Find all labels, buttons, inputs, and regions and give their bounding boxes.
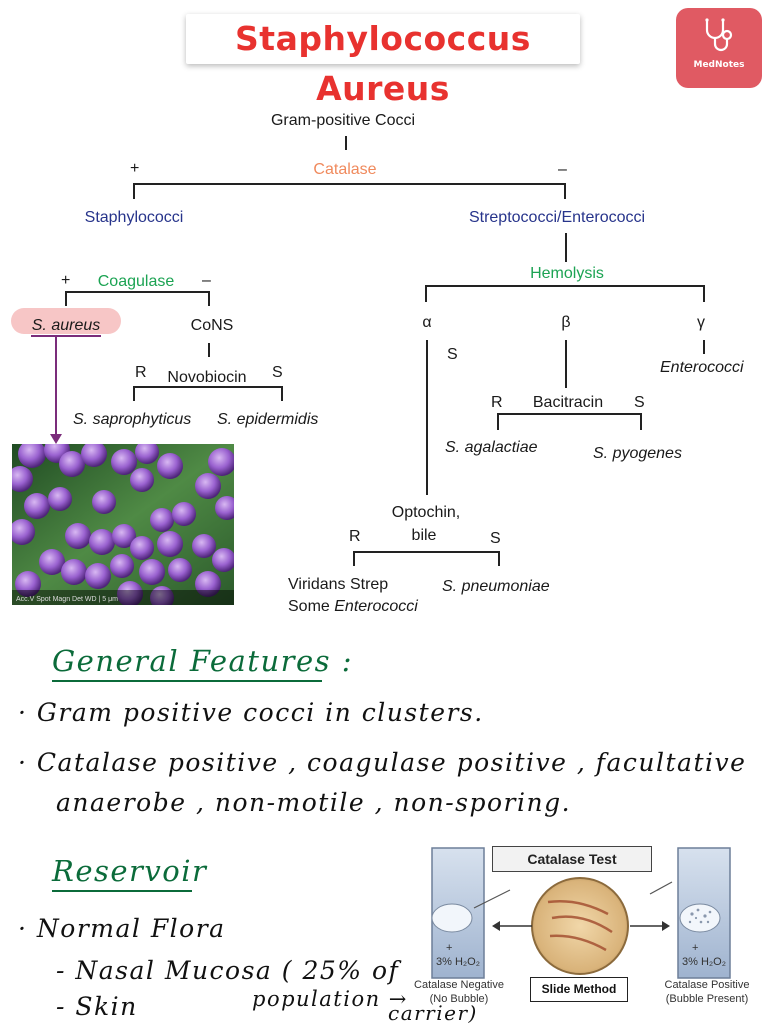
note-population: population → [252,987,408,1011]
node-alpha: α [422,314,432,331]
node-s-agalactiae: S. agalactiae [445,439,538,456]
catalase-positive-label: Catalase Positive [664,979,750,991]
plus-sign: + [61,272,71,289]
micrograph-image: Acc.V Spot Magn Det WD | 5 μm [12,444,234,605]
bullet-normal-flora: · Normal Flora [18,914,226,943]
node-beta: β [561,314,571,331]
node-bile: bile [411,527,437,544]
heading-general-features: General Features : [52,644,354,678]
bullet-catalase-positive-cont: anaerobe , non-motile , non-sporing. [56,788,572,817]
micrograph-caption: Acc.V Spot Magn Det WD | 5 μm [16,596,118,603]
sub-nasal-mucosa: - Nasal Mucosa ( 25% of [56,956,400,985]
bullet-catalase-positive: · Catalase positive , coagulase positive… [18,748,747,777]
label-s: S [447,346,458,363]
pos-reagent: 3% H₂O₂ [682,956,726,968]
catalase-test-title: Catalase Test [492,846,652,872]
title-banner: Staphylococcus Aureus [186,14,580,108]
node-novobiocin: Novobiocin [167,369,247,386]
node-s-pneumoniae: S. pneumoniae [442,578,550,595]
heading-underline [52,890,192,892]
heading-underline [52,680,322,682]
node-staphylococci: Staphylococci [84,209,184,226]
neg-plus: + [446,942,453,954]
heading-reservoir: Reservoir [52,854,208,888]
pos-plus: + [692,942,699,954]
petri-plate [531,877,629,975]
slide-method-label: Slide Method [530,977,628,1002]
bullet-gram-positive: · Gram positive cocci in clusters. [18,698,484,727]
label-r: R [349,528,361,545]
neg-reagent: 3% H₂O₂ [436,956,480,968]
no-bubble-label: (No Bubble) [429,993,489,1005]
node-bacitracin: Bacitracin [532,394,604,411]
label-r: R [135,364,147,381]
catalase-test-figure [431,847,731,979]
node-hemolysis: Hemolysis [530,265,604,282]
node-enterococci: Enterococci [660,359,744,376]
mednotes-logo: MedNotes [676,8,762,88]
minus-sign: – [202,272,211,289]
page-title: Staphylococcus Aureus [235,19,531,108]
node-streptococci-enterococci: Streptococci/Enterococci [468,209,646,226]
label-s: S [490,530,501,547]
label-s: S [634,394,645,411]
label-s: S [272,364,283,381]
logo-text: MedNotes [693,60,745,70]
node-s-saprophyticus: S. saprophyticus [73,411,192,428]
s-aureus-micrograph: Acc.V Spot Magn Det WD | 5 μm [12,444,234,605]
node-gram-positive-cocci: Gram-positive Cocci [270,112,416,129]
minus-sign: – [558,161,567,178]
stethoscope-icon [705,18,733,52]
negative-drop [431,903,473,933]
label-r: R [491,394,503,411]
node-catalase: Catalase [313,161,377,178]
node-coagulase: Coagulase [97,273,175,290]
node-viridans-strep: Viridans Strep [288,576,389,593]
flowchart-lines [31,136,705,566]
plus-sign: + [130,160,140,177]
node-cons: CoNS [190,317,234,334]
node-s-aureus: S. aureus [31,317,101,334]
note-carrier: carrier) [388,1001,478,1025]
node-s-pyogenes: S. pyogenes [593,445,682,462]
bubble-present-label: (Bubble Present) [665,993,749,1005]
node-optochin: Optochin, [391,504,461,521]
node-gamma: γ [697,314,705,331]
positive-drop [679,903,721,933]
catalase-negative-label: Catalase Negative [414,979,504,991]
s-aureus-highlight [11,308,121,334]
node-s-epidermidis: S. epidermidis [217,411,319,428]
sub-skin: - Skin [56,992,138,1021]
node-some-enterococci: Some Enterococci [288,598,418,615]
